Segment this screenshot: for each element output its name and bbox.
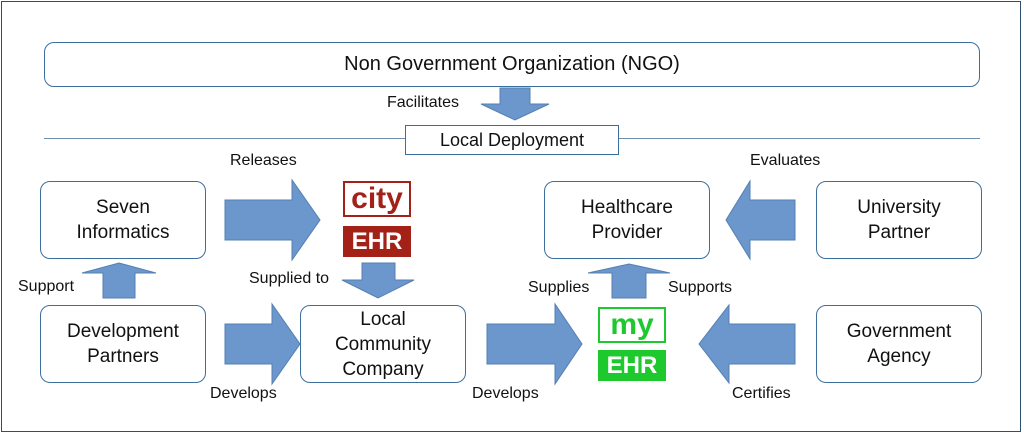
facilitates-label: Facilitates	[387, 94, 460, 111]
supplied-to-arrow	[341, 262, 415, 299]
evaluates-label: Evaluates	[750, 152, 821, 169]
development-partners-box: Development Partners	[40, 305, 206, 383]
develops-label-left: Develops	[210, 385, 277, 402]
facilitates-arrow	[480, 87, 550, 121]
healthcare-provider-box: Healthcare Provider	[544, 181, 710, 259]
seven-informatics-box: Seven Informatics	[40, 181, 206, 259]
city-ehr-logo-top: city	[343, 181, 411, 217]
releases-label: Releases	[230, 152, 297, 169]
ngo-label: Non Government Organization (NGO)	[344, 53, 680, 75]
support-label: Support	[18, 278, 75, 295]
releases-arrow	[224, 178, 321, 262]
develops-arrow-right	[486, 302, 583, 386]
government-agency-label: Government Agency	[846, 321, 952, 367]
city-ehr-logo-bottom: EHR	[343, 226, 411, 257]
local-deployment-label: Local Deployment	[439, 129, 585, 150]
healthcare-provider-label: Healthcare Provider	[581, 197, 673, 243]
local-community-company-box: Local Community Company	[300, 305, 466, 383]
support-arrow	[81, 262, 157, 299]
my-ehr-logo-top: my	[598, 307, 666, 343]
my-ehr-logo-bottom: EHR	[598, 350, 666, 381]
city-ehr-logo-city-text: city	[351, 182, 403, 215]
supplies-arrow	[587, 263, 671, 299]
seven-informatics-label: Seven Informatics	[76, 197, 170, 243]
supplies-label: Supplies	[528, 279, 590, 296]
development-partners-label: Development Partners	[67, 321, 179, 367]
supplied-to-label: Supplied to	[249, 270, 330, 287]
local-deployment-box: Local Deployment	[405, 125, 619, 155]
supports-label: Supports	[668, 279, 733, 296]
ngo-box: Non Government Organization (NGO)	[44, 42, 980, 87]
university-partner-box: University Partner	[816, 181, 982, 259]
evaluates-arrow	[725, 179, 796, 261]
develops-label-right: Develops	[472, 385, 539, 402]
city-ehr-logo-ehr-text: EHR	[351, 227, 403, 255]
develops-arrow-left	[224, 302, 301, 386]
certifies-arrow	[698, 303, 796, 385]
my-ehr-logo-my-text: my	[610, 308, 654, 341]
certifies-label: Certifies	[732, 385, 791, 402]
government-agency-box: Government Agency	[816, 305, 982, 383]
local-community-company-label: Local Community Company	[334, 308, 432, 380]
my-ehr-logo-ehr-text: EHR	[606, 351, 658, 379]
university-partner-label: University Partner	[857, 197, 941, 243]
